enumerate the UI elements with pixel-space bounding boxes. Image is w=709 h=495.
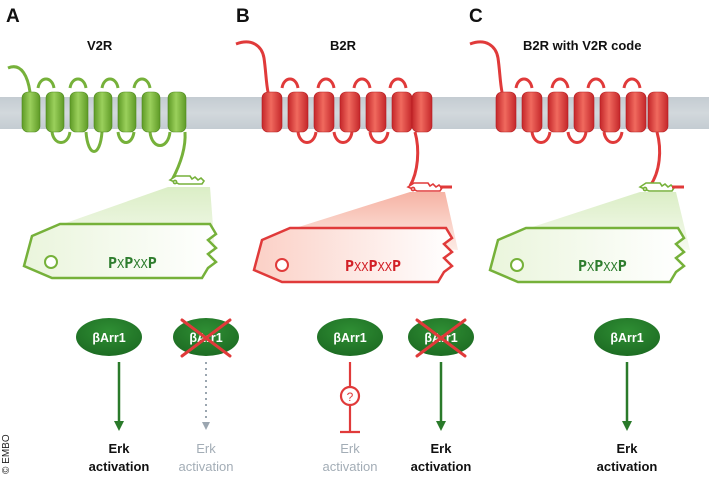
activation-label-b2: activation xyxy=(411,459,472,474)
erk-label-a2: Erk xyxy=(196,441,216,456)
question-mark-icon: ? xyxy=(347,390,354,404)
inhibition-line-b1 xyxy=(339,362,361,434)
panel-c: C B2R with V2R code xyxy=(469,6,690,474)
svg-text:βArr1: βArr1 xyxy=(92,331,125,345)
panel-b: B B2R xyxy=(235,6,474,474)
small-key-icon xyxy=(168,175,206,185)
key-code-c: PXPXXP xyxy=(578,257,627,275)
barr1-node-b1: βArr1 xyxy=(317,318,383,356)
erk-label-b1: Erk xyxy=(340,441,360,456)
key-code-a: PXPXXP xyxy=(108,254,157,272)
svg-text:βArr1: βArr1 xyxy=(333,331,366,345)
b2r-receptor xyxy=(235,40,452,192)
barr1-node-a1: βArr1 xyxy=(76,318,142,356)
v2r-receptor xyxy=(7,65,206,185)
cross-icon xyxy=(415,318,467,358)
key-shape-c: PXPXXP xyxy=(488,226,686,284)
erk-label-c1: Erk xyxy=(617,441,639,456)
activation-label-a1: activation xyxy=(89,459,150,474)
embo-credit: © EMBO xyxy=(1,434,12,474)
small-key-icon xyxy=(638,182,676,192)
key-shape-b: PXXPXXP xyxy=(252,226,454,284)
activation-label-a2: activation xyxy=(179,459,234,474)
activation-label-b1: activation xyxy=(323,459,378,474)
svg-text:βArr1: βArr1 xyxy=(610,331,643,345)
key-shape-a: PXPXXP xyxy=(22,222,218,280)
erk-label-a1: Erk xyxy=(109,441,131,456)
panel-a: A V2R P xyxy=(6,6,239,474)
cross-icon xyxy=(180,318,232,358)
panel-title-b: B2R xyxy=(330,38,357,53)
small-key-icon xyxy=(406,182,444,192)
b2r-v2r-receptor xyxy=(469,40,684,192)
key-code-b: PXXPXXP xyxy=(345,257,401,275)
activation-label-c1: activation xyxy=(597,459,658,474)
panel-title-a: V2R xyxy=(87,38,113,53)
barr1-node-c1: βArr1 xyxy=(594,318,660,356)
erk-label-b2: Erk xyxy=(431,441,453,456)
panel-letter-a: A xyxy=(6,6,20,27)
panel-letter-c: C xyxy=(469,6,483,27)
barr1-node-a2-crossed: βArr1 xyxy=(173,318,239,358)
panel-title-c: B2R with V2R code xyxy=(523,38,641,53)
panel-letter-b: B xyxy=(236,6,250,27)
barr1-node-b2-crossed: βArr1 xyxy=(408,318,474,358)
